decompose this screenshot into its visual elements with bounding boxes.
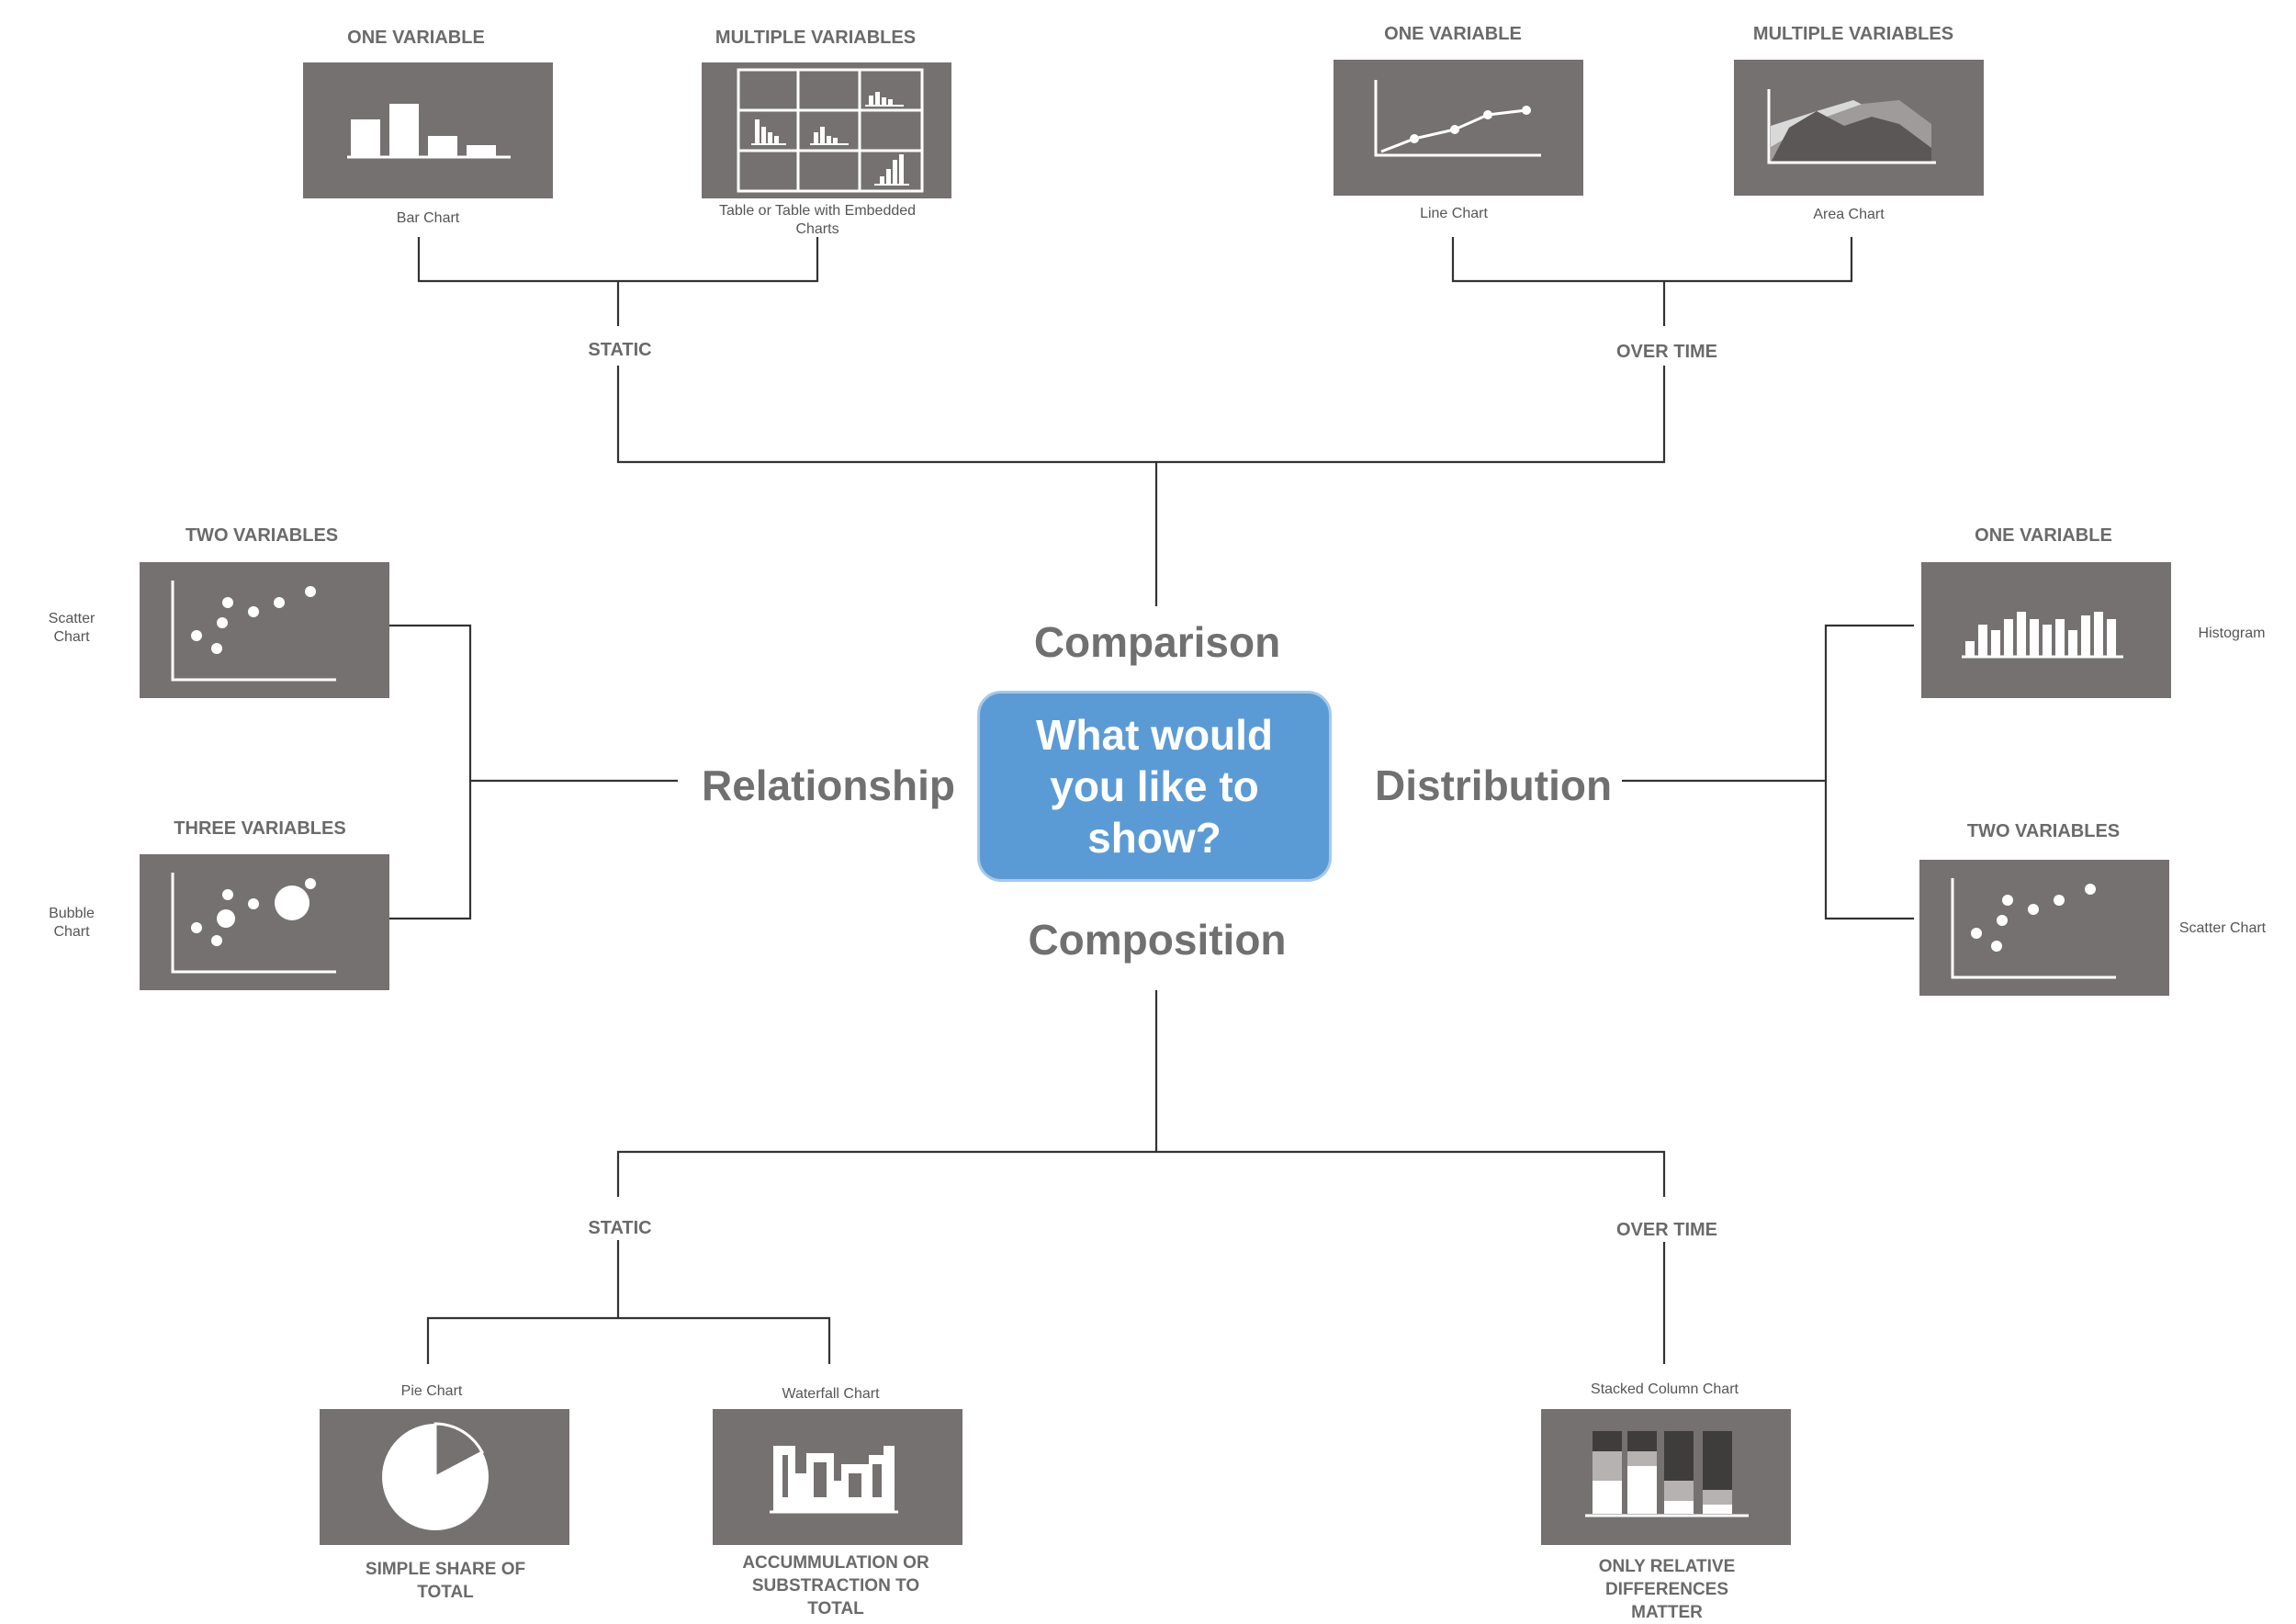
composition-static-bracket [426, 1316, 831, 1364]
distribution-category-label: Distribution [1375, 761, 1613, 809]
distribution-bracket [1824, 624, 1914, 920]
composition-category-label: Composition [1028, 916, 1287, 964]
distribution-two-header: TWO VARIABLES [1966, 821, 2121, 841]
composition-waterfall-caption: Waterfall Chart [782, 1386, 880, 1402]
comparison-time-multi-header: MULTIPLE VARIABLES [1752, 24, 1954, 44]
relationship-bracket [388, 624, 472, 920]
distribution-two-caption: Scatter Chart [2178, 920, 2267, 936]
comparison-static-one-header: ONE VARIABLE [347, 28, 485, 48]
area-chart-icon [1734, 60, 1984, 196]
comparison-static-one-caption: Bar Chart [396, 210, 460, 226]
relationship-three-header: THREE VARIABLES [174, 818, 346, 839]
relationship-category-label: Relationship [701, 761, 955, 809]
composition-pie-description: SIMPLE SHARE OF TOTAL [365, 1560, 526, 1602]
relationship-two-caption: Scatter Chart [48, 611, 96, 645]
comparison-static-multi-header: MULTIPLE VARIABLES [715, 28, 917, 48]
comparison-time-one-header: ONE VARIABLE [1384, 24, 1522, 44]
central-question-box[interactable]: What would you like to show? [977, 691, 1332, 882]
comparison-over-time-label: OVER TIME [1615, 342, 1717, 362]
comparison-static-label: STATIC [588, 340, 652, 360]
line-chart-icon [1334, 60, 1583, 196]
comparison-overtime-bracket [1451, 237, 1853, 283]
bubble-chart-icon [140, 854, 389, 990]
stacked-column-chart-icon [1541, 1409, 1791, 1545]
comparison-main-bracket [616, 366, 1666, 464]
composition-pie-caption: Pie Chart [400, 1383, 463, 1399]
relationship-two-header: TWO VARIABLES [185, 525, 339, 546]
central-question-text: What would you like to show? [1035, 711, 1274, 862]
comparison-time-one-caption: Line Chart [1420, 206, 1488, 221]
histogram-icon [1921, 562, 2171, 698]
scatter-chart-icon [140, 562, 389, 698]
waterfall-chart-icon [713, 1409, 962, 1545]
pie-chart-icon [320, 1409, 569, 1545]
composition-static-label: STATIC [588, 1218, 652, 1238]
relationship-three-caption: Bubble Chart [49, 906, 95, 940]
comparison-static-bracket [417, 237, 819, 283]
composition-main-bracket [616, 1150, 1666, 1197]
distribution-one-header: ONE VARIABLE [1975, 525, 2112, 546]
composition-stacked-caption: Stacked Column Chart [1591, 1382, 1739, 1397]
composition-stacked-description: ONLY RELATIVE DIFFERENCES MATTER [1598, 1557, 1736, 1622]
comparison-time-multi-caption: Area Chart [1813, 207, 1885, 222]
composition-waterfall-description: ACCUMMULATION OR SUBSTRACTION TO TOTAL [742, 1553, 929, 1618]
comparison-static-multi-caption: Table or Table with Embedded Charts [718, 203, 917, 237]
composition-over-time-label: OVER TIME [1615, 1220, 1717, 1240]
comparison-category-label: Comparison [1033, 618, 1281, 666]
scatter-chart-icon-distribution [1919, 860, 2169, 996]
bar-chart-icon [303, 62, 553, 198]
distribution-one-caption: Histogram [2198, 626, 2266, 641]
table-chart-icon [702, 62, 951, 198]
